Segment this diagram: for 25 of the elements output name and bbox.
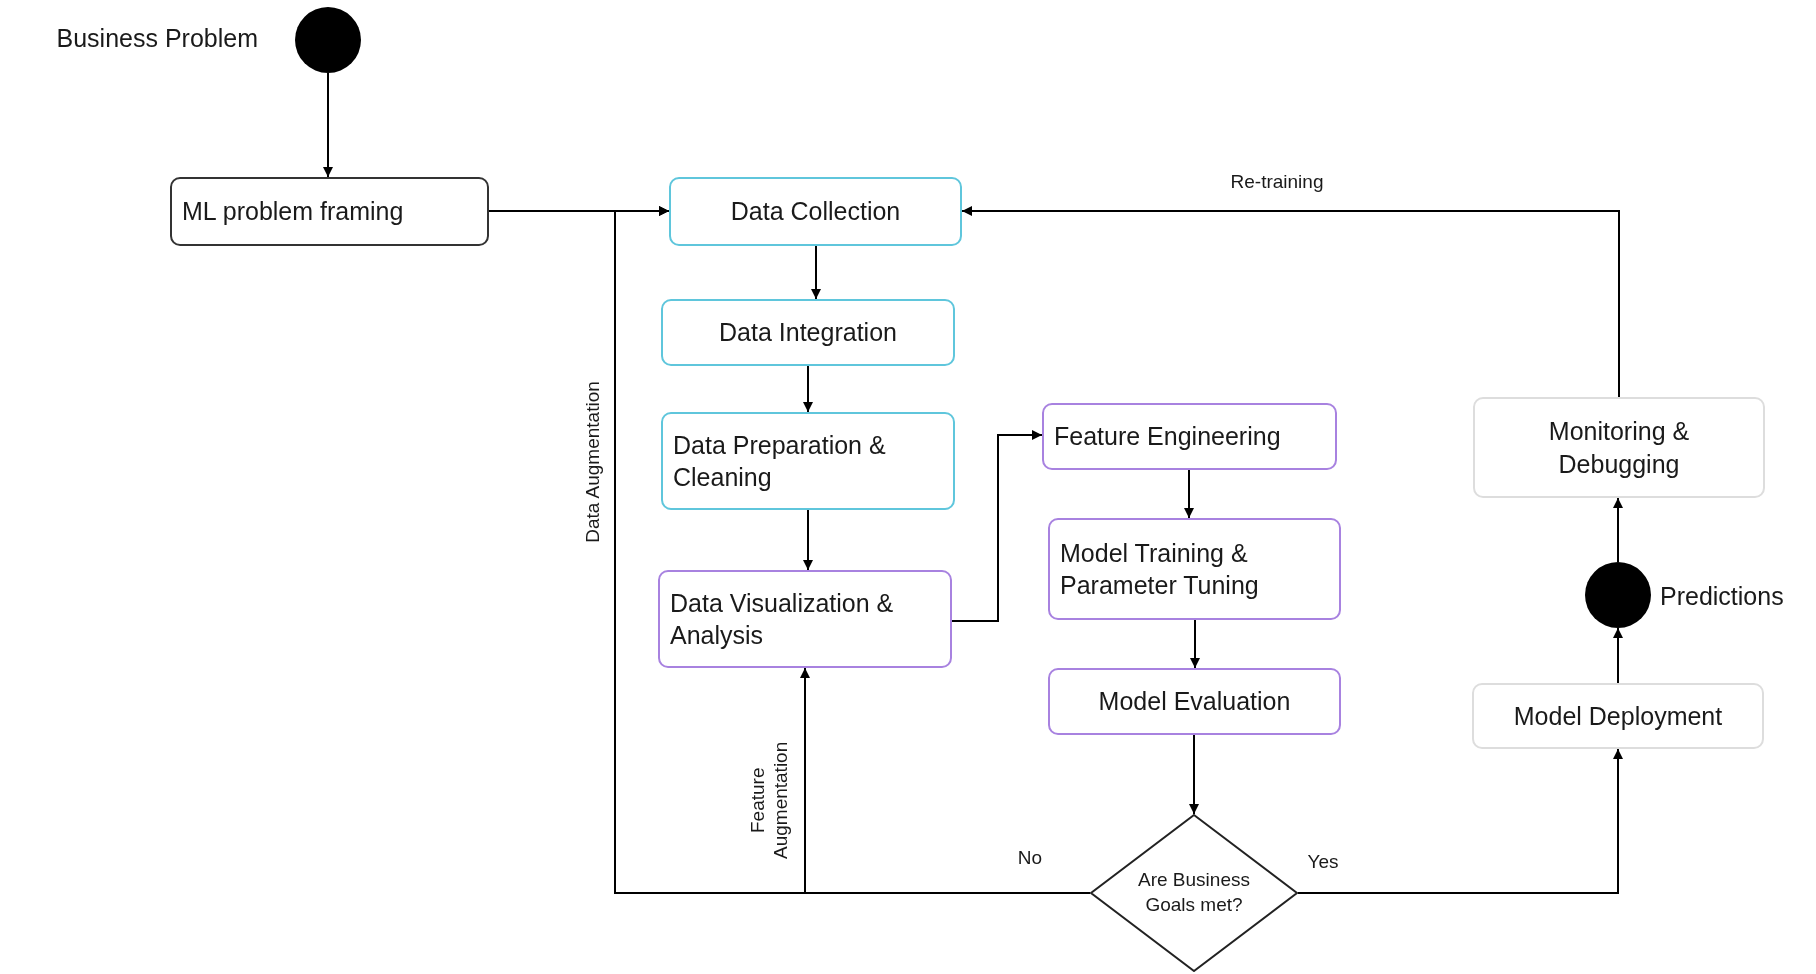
process-box: Model Evaluation bbox=[1048, 668, 1341, 735]
arrow bbox=[1613, 497, 1623, 563]
decision-diamond: Are Business Goals met? bbox=[1090, 814, 1298, 972]
process-box: Data Preparation & Cleaning bbox=[661, 412, 955, 510]
process-box: Monitoring & Debugging bbox=[1473, 397, 1765, 498]
arrow bbox=[1613, 627, 1623, 684]
arrow bbox=[1184, 469, 1194, 519]
process-box: ML problem framing bbox=[170, 177, 489, 246]
arrow bbox=[1297, 748, 1623, 894]
arrow bbox=[961, 206, 1620, 398]
process-box: Data Collection bbox=[669, 177, 962, 246]
process-box: Feature Engineering bbox=[1042, 403, 1337, 470]
process-box: Model Deployment bbox=[1472, 683, 1764, 749]
process-box: Data Visualization & Analysis bbox=[658, 570, 952, 668]
arrow bbox=[1189, 734, 1199, 815]
process-box: Model Training & Parameter Tuning bbox=[1048, 518, 1341, 620]
arrow bbox=[951, 430, 1043, 622]
process-box: Data Integration bbox=[661, 299, 955, 366]
node-caption: Predictions bbox=[1660, 581, 1785, 612]
arrow bbox=[323, 72, 333, 178]
arrow bbox=[811, 245, 821, 300]
arrow bbox=[803, 365, 813, 413]
arrow bbox=[803, 509, 813, 571]
arrow bbox=[1190, 619, 1200, 669]
node-caption: Business Problem bbox=[55, 23, 258, 54]
